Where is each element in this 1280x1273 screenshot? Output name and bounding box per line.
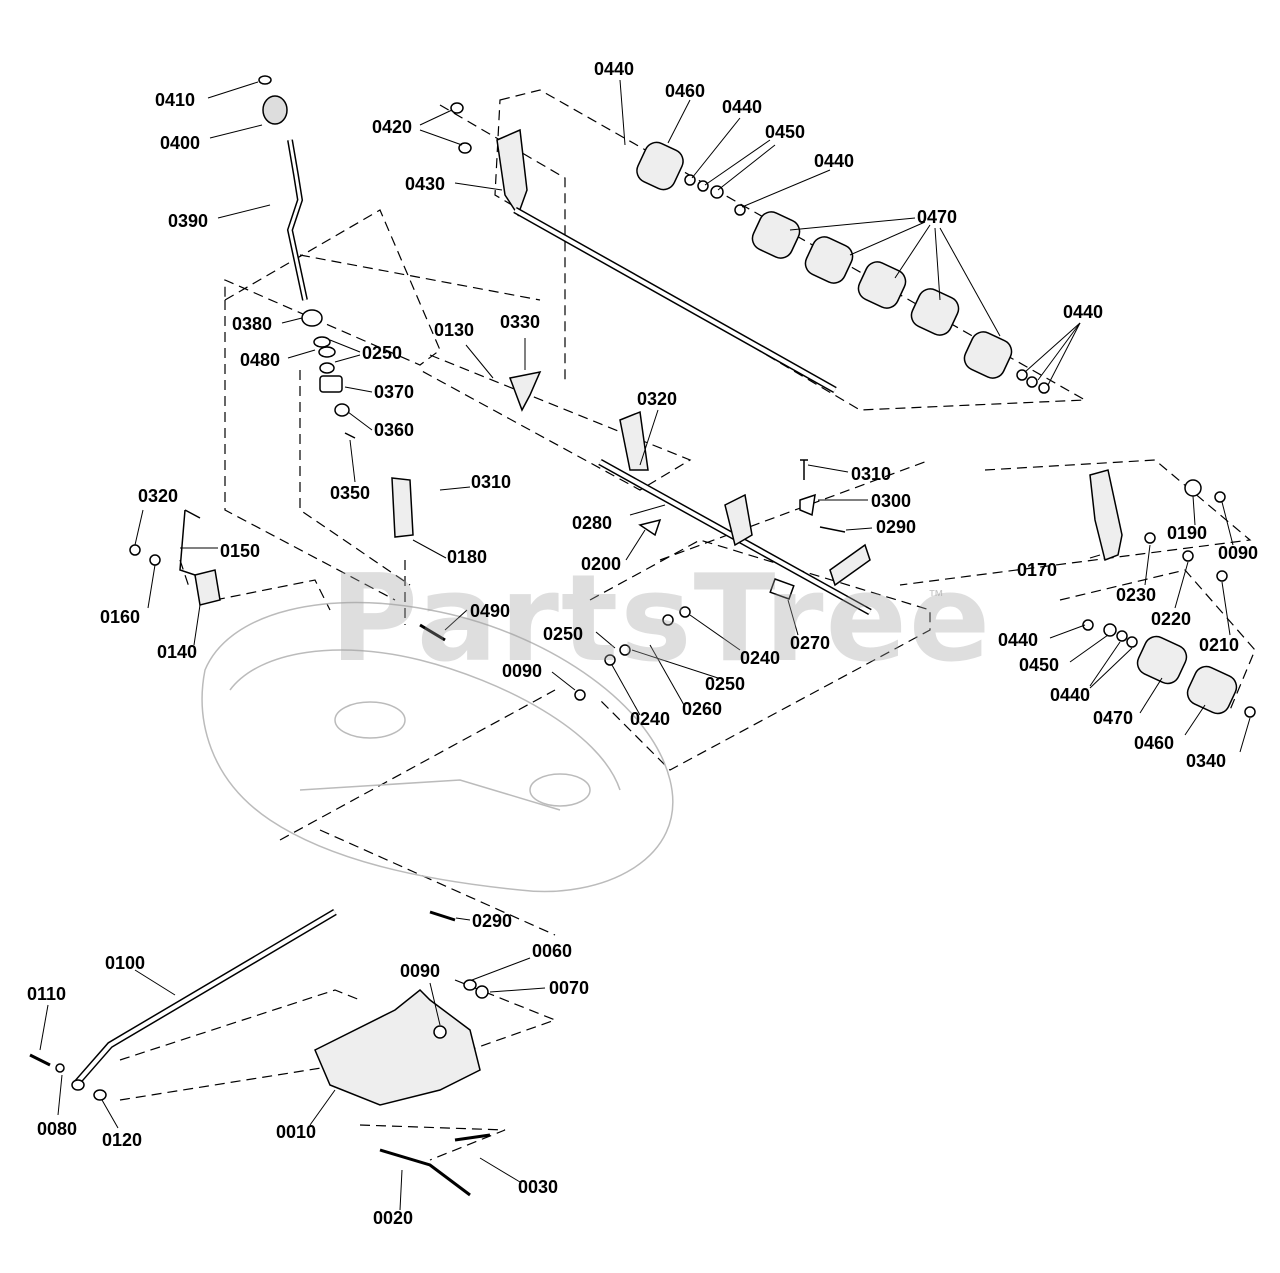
part-label-0350: 0350 <box>330 483 371 503</box>
part-label-0090: 0090 <box>502 661 543 681</box>
part-label-0240: 0240 <box>630 709 671 729</box>
part-label-0140: 0140 <box>157 642 198 662</box>
part-label-0250: 0250 <box>543 624 584 644</box>
part-label-0300: 0300 <box>871 491 912 511</box>
part-label-0440: 0440 <box>594 59 635 79</box>
part-label-0270: 0270 <box>790 633 831 653</box>
part-label-0250: 0250 <box>705 674 746 694</box>
leader-lines <box>39 79 1251 1211</box>
part-label-0470: 0470 <box>1093 708 1134 728</box>
part-label-0250: 0250 <box>362 343 403 363</box>
part-label-0450: 0450 <box>1019 655 1060 675</box>
part-label-0210: 0210 <box>1199 635 1240 655</box>
part-label-0410: 0410 <box>155 90 196 110</box>
part-label-0430: 0430 <box>405 174 446 194</box>
part-label-0290: 0290 <box>472 911 513 931</box>
part-label-0120: 0120 <box>102 1130 143 1150</box>
part-label-0460: 0460 <box>665 81 706 101</box>
part-label-0150: 0150 <box>220 541 261 561</box>
part-label-0280: 0280 <box>572 513 613 533</box>
part-label-0020: 0020 <box>373 1208 414 1228</box>
part-label-0480: 0480 <box>240 350 281 370</box>
part-label-0170: 0170 <box>1017 560 1058 580</box>
rollers-lower <box>1082 619 1256 718</box>
part-label-0290: 0290 <box>876 517 917 537</box>
part-label-0400: 0400 <box>160 133 201 153</box>
part-label-0220: 0220 <box>1151 609 1192 629</box>
part-label-0180: 0180 <box>447 547 488 567</box>
part-label-0390: 0390 <box>168 211 209 231</box>
part-label-0030: 0030 <box>518 1177 559 1197</box>
part-label-0100: 0100 <box>105 953 146 973</box>
part-label-0370: 0370 <box>374 382 415 402</box>
part-label-0440: 0440 <box>722 97 763 117</box>
part-label-0090: 0090 <box>400 961 441 981</box>
part-label-0330: 0330 <box>500 312 541 332</box>
part-label-0340: 0340 <box>1186 751 1227 771</box>
part-label-0440: 0440 <box>1050 685 1091 705</box>
part-label-0420: 0420 <box>372 117 413 137</box>
part-label-0090: 0090 <box>1218 543 1259 563</box>
part-label-0380: 0380 <box>232 314 273 334</box>
part-label-0110: 0110 <box>27 984 67 1004</box>
part-label-0260: 0260 <box>682 699 723 719</box>
part-label-0440: 0440 <box>1063 302 1104 322</box>
part-label-0070: 0070 <box>549 978 590 998</box>
rollers-upper <box>636 141 1050 394</box>
part-label-0240: 0240 <box>740 648 781 668</box>
part-label-0470: 0470 <box>917 207 958 227</box>
part-label-0460: 0460 <box>1134 733 1175 753</box>
part-label-0010: 0010 <box>276 1122 317 1142</box>
watermark-trademark: ™ <box>928 588 944 605</box>
mower-deck-outline <box>201 601 674 893</box>
part-label-0450: 0450 <box>765 122 806 142</box>
part-label-0440: 0440 <box>998 630 1039 650</box>
part-label-0130: 0130 <box>434 320 475 340</box>
part-label-0160: 0160 <box>100 607 141 627</box>
part-label-0060: 0060 <box>532 941 573 961</box>
watermark-text: PartsTree <box>330 550 993 689</box>
part-label-0320: 0320 <box>637 389 678 409</box>
part-label-0490: 0490 <box>470 601 511 621</box>
part-label-0230: 0230 <box>1116 585 1157 605</box>
part-label-0080: 0080 <box>37 1119 78 1139</box>
part-label-0440: 0440 <box>814 151 855 171</box>
part-label-0310: 0310 <box>851 464 892 484</box>
part-label-0360: 0360 <box>374 420 415 440</box>
part-label-0200: 0200 <box>581 554 622 574</box>
part-label-0320: 0320 <box>138 486 179 506</box>
part-label-0310: 0310 <box>471 472 512 492</box>
part-label-0190: 0190 <box>1167 523 1208 543</box>
